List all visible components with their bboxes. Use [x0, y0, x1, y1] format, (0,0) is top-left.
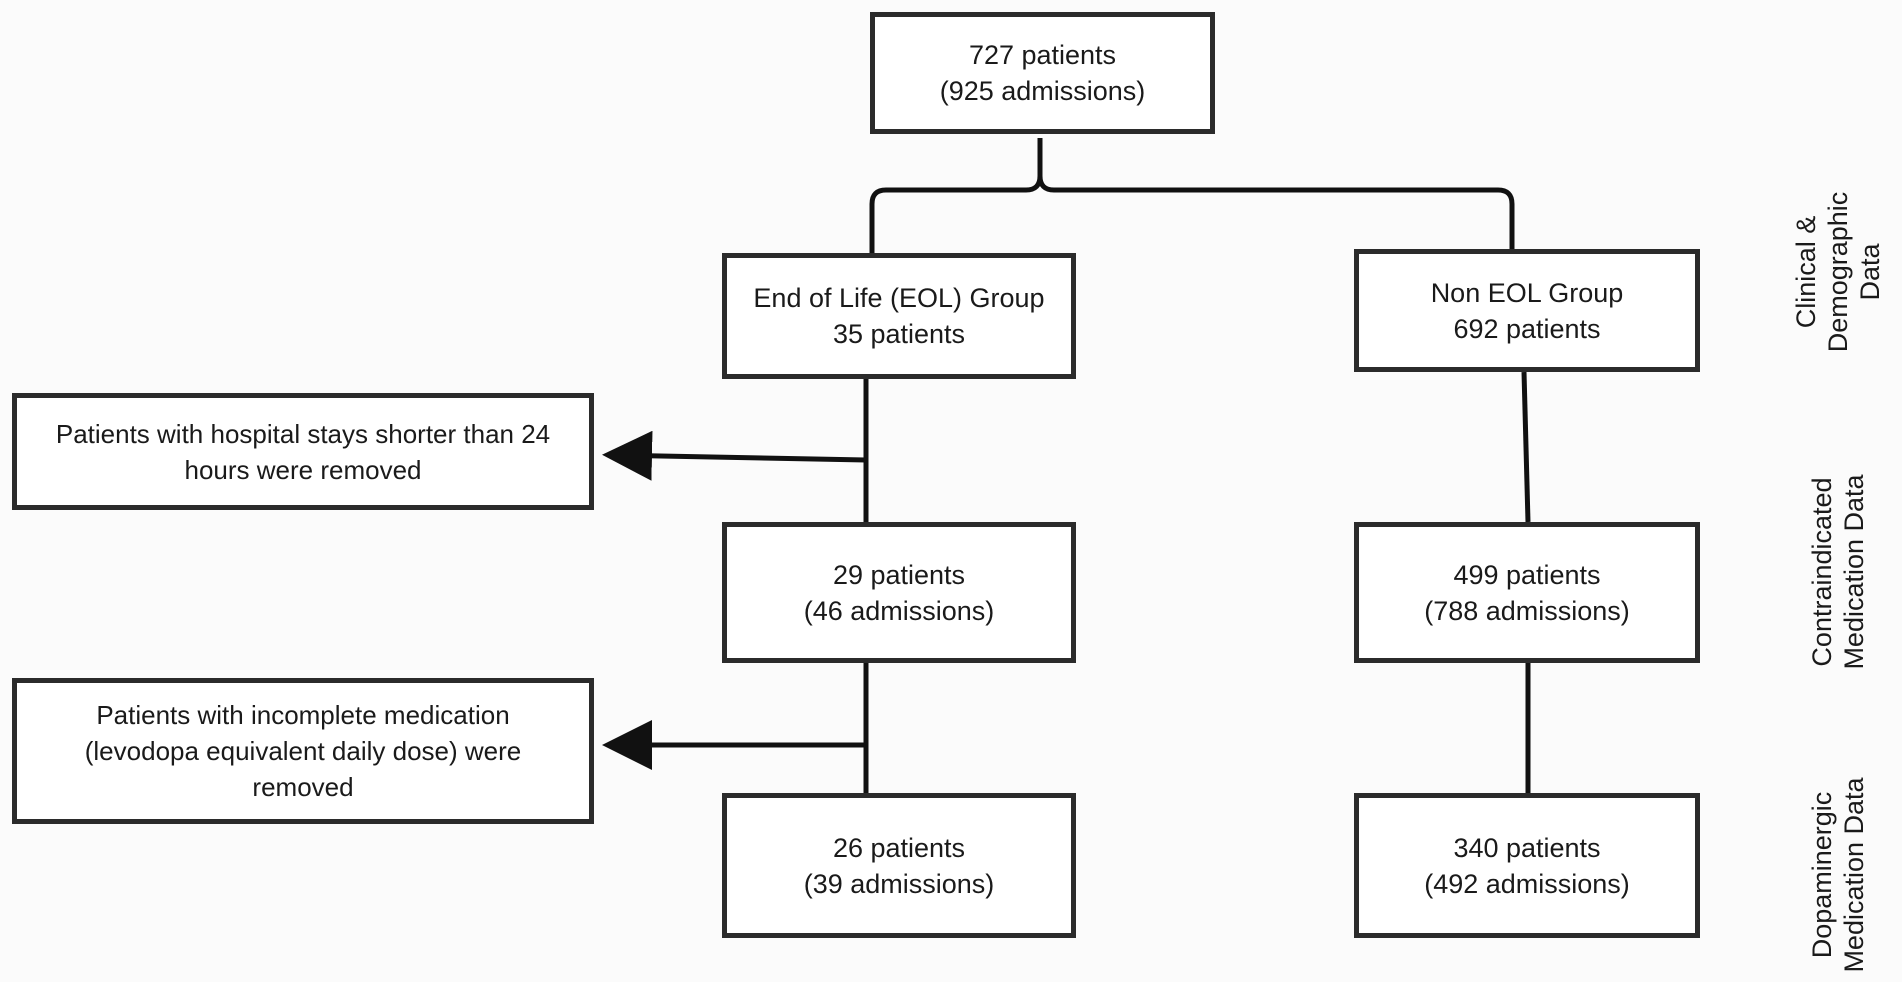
stage-label-text: Contraindicated — [1807, 477, 1837, 667]
short-stay-exclusion-node: Patients with hospital stays shorter tha… — [12, 393, 594, 510]
stage-label-text: Demographic — [1823, 191, 1853, 353]
stage-label-text: Clinical & — [1791, 215, 1821, 329]
eol-group-node: End of Life (EOL) Group 35 patients — [722, 253, 1076, 379]
non-eol-group-node: Non EOL Group 692 patients — [1354, 249, 1700, 372]
node-text: End of Life (EOL) Group — [753, 283, 1045, 313]
node-text: hours were removed — [184, 454, 422, 485]
incomplete-medication-exclusion-node: Patients with incomplete medication (lev… — [12, 678, 594, 824]
node-text: (39 admissions) — [803, 868, 995, 899]
node-text: (levodopa equivalent daily dose) were — [84, 736, 522, 766]
split-connector — [869, 138, 1515, 253]
node-text: Patients with incomplete medication — [96, 700, 510, 730]
total-patients-node: 727 patients (925 admissions) — [870, 12, 1215, 134]
eol-contraindicated-node: 29 patients (46 admissions) — [722, 522, 1076, 663]
node-text: 26 patients — [832, 832, 966, 863]
node-text: 35 patients — [832, 319, 966, 349]
stage-label-contraindicated: Contraindicated Medication Data — [1806, 474, 1870, 669]
stage-label-text: Dopaminergic — [1807, 791, 1837, 959]
node-text: (788 admissions) — [1424, 595, 1630, 626]
stage-label-clinical: Clinical & Demographic Data — [1790, 192, 1886, 353]
eol-dopaminergic-node: 26 patients (39 admissions) — [722, 793, 1076, 938]
node-text: 29 patients — [832, 559, 966, 590]
node-text: (46 admissions) — [803, 595, 995, 626]
exclusion-arrow-1 — [602, 430, 867, 481]
node-text: 340 patients — [1453, 832, 1601, 863]
node-text: removed — [252, 772, 354, 802]
non-eol-contraindicated-node: 499 patients (788 admissions) — [1354, 522, 1700, 663]
node-text: Non EOL Group — [1430, 277, 1624, 308]
stage-label-text: Data — [1855, 243, 1885, 301]
node-text: 727 patients — [968, 40, 1117, 70]
stage-label-dopaminergic: Dopaminergic Medication Data — [1806, 777, 1870, 972]
stage-label-text: Medication Data — [1839, 777, 1869, 973]
node-text: (492 admissions) — [1424, 868, 1630, 899]
node-text: (925 admissions) — [939, 76, 1146, 106]
noneol-line-1 — [1521, 371, 1531, 523]
node-text: Patients with hospital stays shorter tha… — [55, 418, 551, 449]
node-text: 499 patients — [1453, 559, 1601, 590]
node-text: 692 patients — [1453, 313, 1601, 344]
non-eol-dopaminergic-node: 340 patients (492 admissions) — [1354, 793, 1700, 938]
stage-label-text: Medication Data — [1839, 474, 1869, 670]
